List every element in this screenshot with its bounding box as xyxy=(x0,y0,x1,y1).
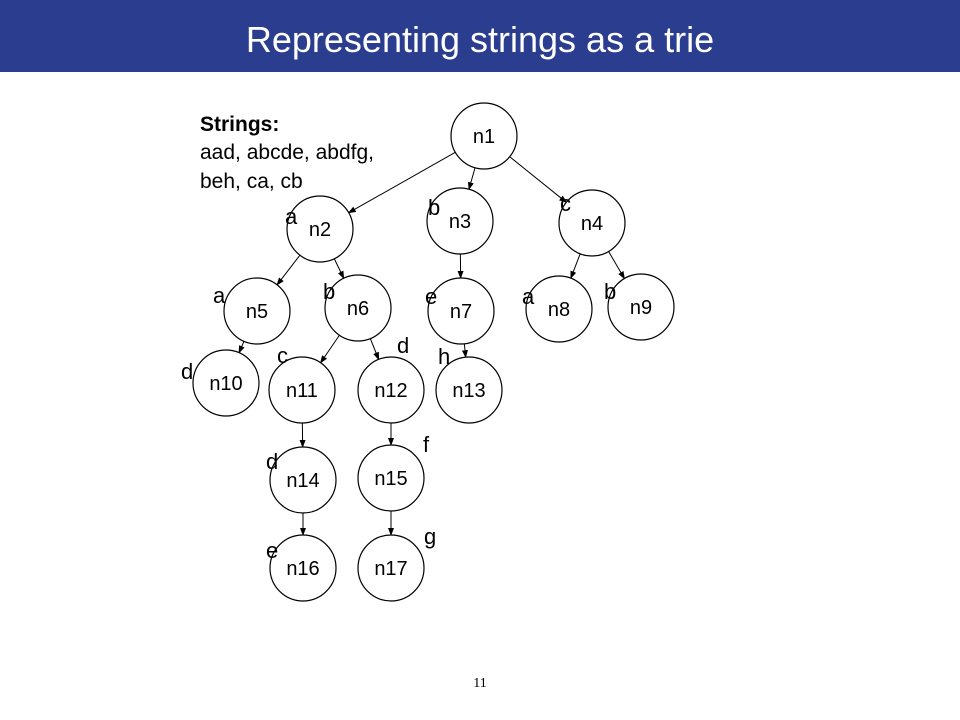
trie-edge-n6-n11 xyxy=(320,334,340,364)
trie-edge-n1-n2 xyxy=(347,151,456,214)
edge-label-n1-n4: c xyxy=(560,191,571,216)
trie-node-n3 xyxy=(426,187,494,255)
node-label-n10: n10 xyxy=(209,373,242,395)
trie-edge-n1-n4 xyxy=(509,156,568,203)
edge-label-n3-n7: e xyxy=(425,284,437,309)
trie-node-n15 xyxy=(357,444,425,512)
trie-node-n8 xyxy=(525,275,593,343)
trie-edge-n4-n9 xyxy=(608,251,625,280)
node-label-n15: n15 xyxy=(374,468,407,490)
trie-node-n5 xyxy=(223,277,291,345)
edge-label-n4-n9: b xyxy=(604,279,616,304)
trie-edge-n1-n3 xyxy=(467,167,476,191)
trie-node-n14 xyxy=(269,446,337,514)
trie-edge-n5-n10 xyxy=(238,341,245,354)
edge-label-n2-n6: b xyxy=(323,279,335,304)
slide-title: Representing strings as a trie xyxy=(245,19,715,60)
trie-node-n4 xyxy=(558,189,626,257)
trie-node-n12 xyxy=(357,356,425,424)
edge-label-n7-n13: h xyxy=(438,344,450,369)
trie-node-n6 xyxy=(324,274,392,342)
edge-label-n2-n5: a xyxy=(213,283,226,308)
trie-node-n10 xyxy=(192,349,260,417)
trie-node-n13 xyxy=(435,356,503,424)
node-label-n6: n6 xyxy=(347,298,369,320)
page-number: 11 xyxy=(473,676,487,691)
trie-node-n7 xyxy=(427,277,495,345)
trie-edge-n6-n12 xyxy=(369,338,380,361)
strings-legend: Strings: aad, abcde, abdfg, beh, ca, cb xyxy=(200,112,374,196)
edge-label-n1-n2: a xyxy=(285,204,298,229)
trie-edge-n2-n5 xyxy=(276,254,301,286)
edge-label-n15-n17: g xyxy=(424,524,436,549)
trie-edge-n2-n6 xyxy=(333,258,345,280)
node-label-n14: n14 xyxy=(286,470,319,492)
node-label-n1: n1 xyxy=(473,126,495,148)
node-label-n11: n11 xyxy=(286,380,318,402)
node-label-n9: n9 xyxy=(630,297,652,319)
trie-node-n9 xyxy=(607,273,675,341)
edge-label-n12-n15: f xyxy=(423,432,430,457)
trie-node-n16 xyxy=(269,534,337,602)
node-label-n8: n8 xyxy=(548,299,570,321)
node-label-n3: n3 xyxy=(449,211,471,233)
trie-node-n1 xyxy=(450,102,518,170)
trie-edge-n4-n8 xyxy=(570,253,581,280)
node-label-n2: n2 xyxy=(309,219,331,241)
node-label-n13: n13 xyxy=(452,380,485,402)
edge-label-n6-n11: c xyxy=(277,343,288,368)
strings-line: beh, ca, cb xyxy=(200,170,303,193)
edge-label-n1-n3: b xyxy=(428,195,440,220)
node-label-n16: n16 xyxy=(286,558,319,580)
trie-node-n11 xyxy=(268,356,336,424)
node-label-n7: n7 xyxy=(450,301,472,323)
edge-label-n6-n12: d xyxy=(397,333,409,358)
trie-edge-n7-n13 xyxy=(461,343,468,359)
edge-label-n14-n16: e xyxy=(266,538,278,563)
edge-label-n5-n10: d xyxy=(181,359,193,384)
node-label-n4: n4 xyxy=(581,213,603,235)
trie-node-n17 xyxy=(357,534,425,602)
trie-node-n2 xyxy=(286,195,354,263)
strings-line: aad, abcde, abdfg, xyxy=(200,141,374,164)
edge-label-n11-n14: d xyxy=(266,449,278,474)
title-bar xyxy=(0,0,960,72)
node-label-n12: n12 xyxy=(374,380,407,402)
edge-label-n4-n8: a xyxy=(522,284,535,309)
strings-heading: Strings: xyxy=(200,113,280,136)
node-label-n17: n17 xyxy=(374,558,407,580)
node-label-n5: n5 xyxy=(246,301,268,323)
